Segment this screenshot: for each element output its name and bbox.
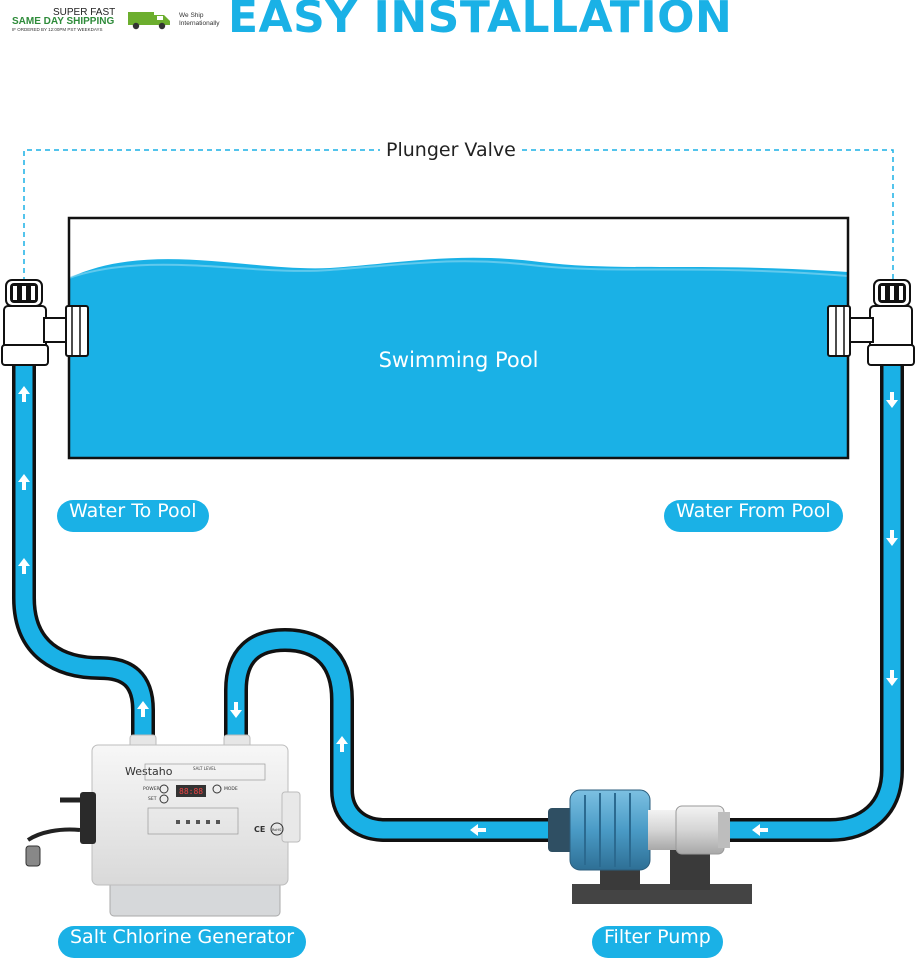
ce-mark: CE [254, 825, 265, 834]
swimming-pool [67, 216, 850, 460]
arrow-up-icon [336, 736, 348, 752]
plunger-valve-dashed-line [23, 149, 894, 300]
badge-line-1: SUPER FAST [53, 7, 116, 18]
arrow-up-icon [137, 701, 149, 717]
generator-salt-level: SALT LEVEL [193, 766, 217, 771]
page-title: EASY INSTALLATION [228, 0, 733, 43]
water-from-pool-label: Water From Pool [664, 500, 843, 532]
swimming-pool-label: Swimming Pool [378, 348, 539, 372]
generator-display: 88:88 [179, 787, 203, 796]
mode-button[interactable] [212, 784, 222, 794]
arrow-up-icon [18, 474, 30, 490]
flow-arrows [18, 386, 898, 836]
filter-pump-label: Filter Pump [592, 926, 723, 958]
ship-internationally-note: We Ship Internationally [179, 12, 220, 27]
plunger-valve-label: Plunger Valve [380, 139, 522, 161]
power-button[interactable] [159, 784, 169, 794]
rohs-mark: RoHS [272, 828, 282, 832]
right-plunger-valve [827, 279, 915, 366]
generator-set-label: SET [148, 796, 157, 802]
set-button[interactable] [159, 794, 169, 804]
salt-chlorine-generator-label: Salt Chlorine Generator [58, 926, 307, 958]
generator-brand: Westaho [125, 765, 173, 778]
shipping-badge: SUPER FAST SAME DAY SHIPPING IF ORDERED … [8, 5, 223, 35]
arrow-up-icon [18, 386, 30, 402]
filter-pump [548, 789, 752, 904]
generator-power-label: POWER [143, 786, 160, 792]
return-pipe [12, 360, 155, 745]
arrow-down-icon [230, 702, 242, 718]
water-to-pool-label: Water To Pool [57, 500, 209, 532]
badge-line-3: IF ORDERED BY 12:00PM PST WEEKDAYS [12, 27, 103, 32]
arrow-up-icon [18, 558, 30, 574]
suction-pipe [720, 360, 904, 842]
delivery-truck-icon [128, 12, 170, 30]
badge-line-2: SAME DAY SHIPPING [12, 16, 115, 27]
arrow-down-icon [886, 392, 898, 408]
salt-chlorine-generator: Westaho SALT LEVEL 88:88 POWER MODE SET … [25, 734, 301, 917]
arrow-down-icon [886, 530, 898, 546]
arrow-left-icon [470, 824, 486, 836]
left-plunger-valve [1, 279, 89, 366]
generator-mode-label: MODE [224, 786, 238, 792]
arrow-down-icon [886, 670, 898, 686]
arrow-left-icon [752, 824, 768, 836]
pump-to-generator-pipe [224, 628, 560, 842]
